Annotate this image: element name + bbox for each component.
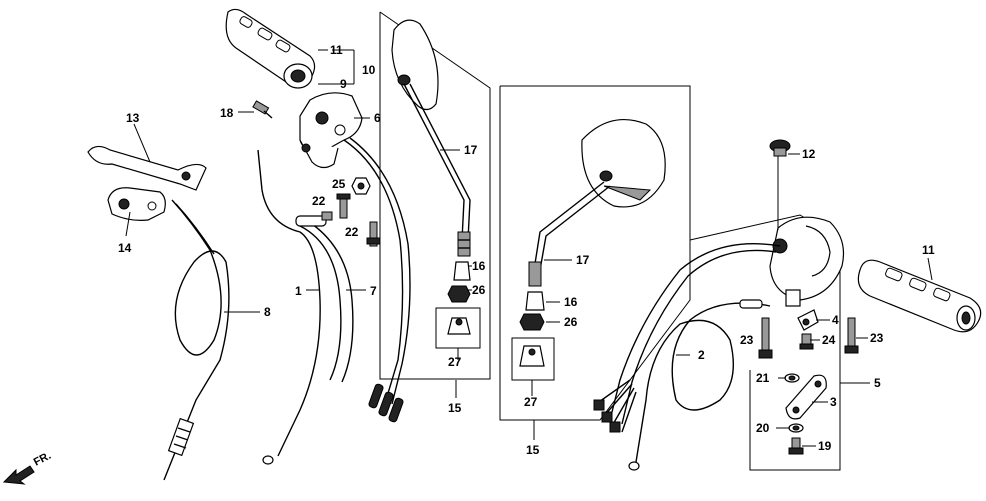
callout-11-left-grip: 11 <box>330 43 343 57</box>
left-switch-harness <box>343 137 411 423</box>
callout-11-right-grip: 11 <box>922 243 935 257</box>
brake-light-switch-wire <box>628 299 771 471</box>
callout-22-b: 22 <box>345 225 359 239</box>
group-outline-right-mirror <box>499 85 691 421</box>
callout-22-a: 22 <box>312 194 326 208</box>
clutch-lever <box>87 145 207 191</box>
nut-16-a <box>453 261 471 281</box>
switch-4 <box>797 309 819 331</box>
left-mirror <box>391 19 471 257</box>
callout-13: 13 <box>126 111 140 125</box>
left-switch-housing <box>299 92 363 169</box>
callout-24: 24 <box>822 333 836 347</box>
callout-3: 3 <box>830 395 837 409</box>
callout-17-right-mirror: 17 <box>576 253 590 267</box>
leader-lines <box>125 49 933 447</box>
callout-7: 7 <box>370 284 377 298</box>
clutch-cable <box>163 199 230 481</box>
bolt-22-b <box>366 221 381 247</box>
lever-holder <box>107 187 166 221</box>
washer-21 <box>784 373 800 383</box>
bolt-23-a <box>758 317 773 359</box>
callout-6: 6 <box>374 111 381 125</box>
callout-16-a: 16 <box>472 259 486 273</box>
right-grip <box>857 259 982 333</box>
front-direction-marker: FR. <box>2 450 53 485</box>
callout-27-a: 27 <box>448 355 462 369</box>
nut-16-b <box>525 291 545 311</box>
washer-20 <box>788 423 804 433</box>
callout-15-a: 15 <box>448 401 462 415</box>
screw-24 <box>799 333 814 350</box>
front-direction-label: FR. <box>32 450 53 469</box>
callout-23-b: 23 <box>870 331 884 345</box>
nut-25 <box>351 177 371 195</box>
group-outline-right-switch <box>689 214 841 471</box>
bolt-22-a <box>336 193 351 219</box>
callout-21: 21 <box>756 371 770 385</box>
bolt-23-b <box>844 317 859 354</box>
callout-27-b: 27 <box>524 395 538 409</box>
boot-27-b <box>511 337 555 381</box>
callout-5: 5 <box>874 376 881 390</box>
callout-14: 14 <box>118 241 132 255</box>
left-grip <box>225 8 316 89</box>
callout-9: 9 <box>340 77 347 91</box>
callout-16-b: 16 <box>564 295 578 309</box>
group-outline-left-mirror <box>379 11 491 380</box>
callout-26-a: 26 <box>472 283 486 297</box>
callout-8: 8 <box>264 305 271 319</box>
arrow-front-icon <box>2 465 35 485</box>
boot-27-a <box>435 307 481 349</box>
callout-20: 20 <box>756 421 770 435</box>
callout-26-b: 26 <box>564 315 578 329</box>
nut-26-b <box>519 313 545 331</box>
throttle-cables <box>257 149 354 465</box>
callout-18: 18 <box>220 106 234 120</box>
callout-1: 1 <box>295 284 302 298</box>
callout-2: 2 <box>698 348 705 362</box>
callout-23-a: 23 <box>740 333 754 347</box>
screw-18 <box>252 100 273 119</box>
callout-17-left-mirror: 17 <box>464 143 478 157</box>
callout-25: 25 <box>332 177 346 191</box>
nut-26-a <box>447 285 471 303</box>
callout-4: 4 <box>832 313 839 327</box>
right-mirror <box>528 118 666 287</box>
bracket-3 <box>785 374 827 420</box>
callout-labels: 11 10 9 18 6 13 25 22 22 14 1 7 8 17 16 … <box>118 43 935 457</box>
right-switch-harness <box>593 243 781 433</box>
callout-15-b: 15 <box>526 443 540 457</box>
callout-10: 10 <box>362 63 376 77</box>
cap-12 <box>769 139 791 157</box>
screw-19 <box>788 437 804 455</box>
right-switch-housing <box>769 216 845 307</box>
callout-12: 12 <box>802 147 816 161</box>
callout-19: 19 <box>818 439 832 453</box>
